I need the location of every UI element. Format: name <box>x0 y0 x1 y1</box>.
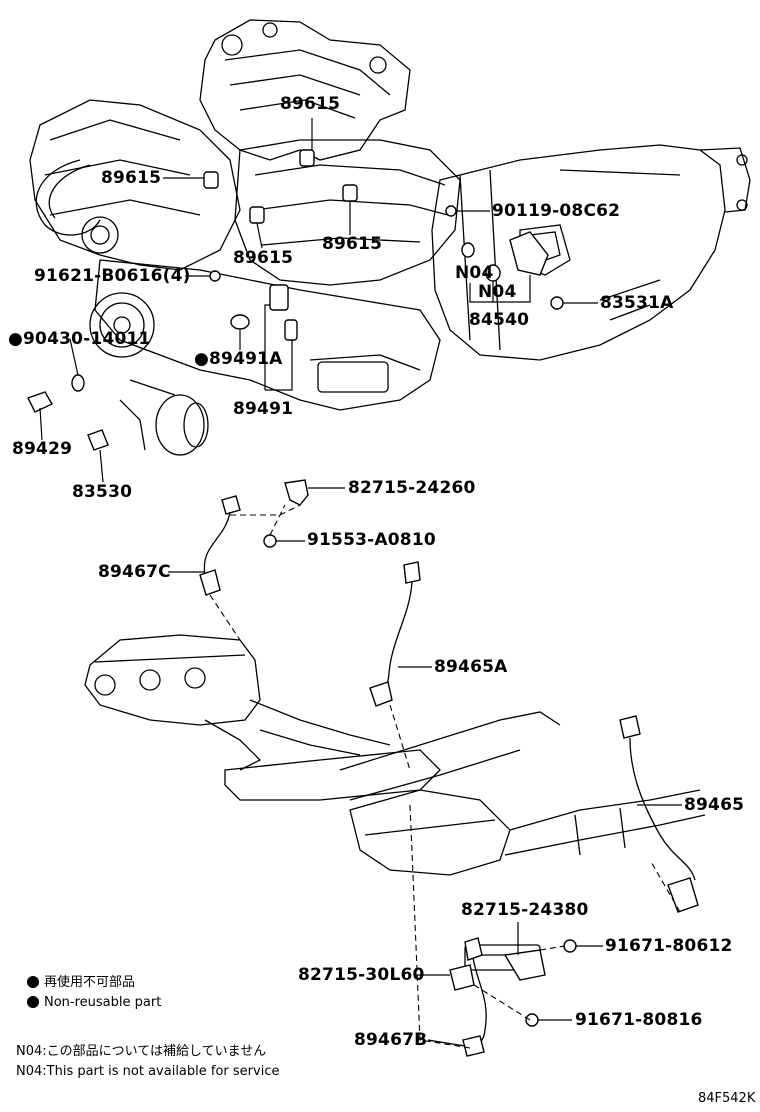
label-89615-lower[interactable]: 89615 <box>233 248 294 268</box>
label-90119-08C62[interactable]: 90119-08C62 <box>492 201 621 221</box>
sensor-parts-drawing <box>27 149 699 1057</box>
diagram-code: 84F542K <box>698 1091 756 1106</box>
label-90430-14011[interactable]: ●90430-14011 <box>8 329 151 349</box>
label-91621-B0616[interactable]: 91621-B0616(4) <box>34 266 191 286</box>
legend-non-reusable-jp: 再使用不可部品 <box>44 975 136 990</box>
legend-non-reusable-en: Non-reusable part <box>44 995 162 1010</box>
label-89429[interactable]: 89429 <box>12 439 73 459</box>
label-N04-upper[interactable]: N04 <box>455 263 494 283</box>
label-91553-A0810[interactable]: 91553-A0810 <box>307 530 436 550</box>
dashed-reference-lines <box>209 504 681 1049</box>
label-83531A[interactable]: 83531A <box>600 293 674 313</box>
leader-lines <box>39 118 682 1047</box>
label-91671-80612[interactable]: 91671-80612 <box>605 936 733 956</box>
label-89465[interactable]: 89465 <box>684 795 745 815</box>
label-N04-lower[interactable]: N04 <box>478 282 517 302</box>
label-89491[interactable]: 89491 <box>233 399 294 419</box>
legend-bullet-en <box>27 996 39 1008</box>
label-89467B[interactable]: 89467B <box>354 1030 428 1050</box>
label-83530[interactable]: 83530 <box>72 482 133 502</box>
label-89615-top[interactable]: 89615 <box>280 94 341 114</box>
label-89465A[interactable]: 89465A <box>434 657 508 677</box>
legend-bullet-jp <box>27 976 39 988</box>
label-82715-24260[interactable]: 82715-24260 <box>348 478 476 498</box>
label-89491A[interactable]: ●89491A <box>194 349 283 369</box>
exhaust-drawing <box>84 634 706 971</box>
label-84540[interactable]: 84540 <box>469 310 530 330</box>
engine-assembly-drawing <box>29 19 461 456</box>
label-82715-24380[interactable]: 82715-24380 <box>461 900 589 920</box>
note-N04-en: N04:This part is not available for servi… <box>16 1064 280 1079</box>
label-89615-left[interactable]: 89615 <box>101 168 162 188</box>
label-82715-30L60[interactable]: 82715-30L60 <box>298 965 425 985</box>
label-89467C[interactable]: 89467C <box>98 562 171 582</box>
note-N04-jp: N04:この部品については補給していません <box>16 1044 267 1059</box>
label-89615-right[interactable]: 89615 <box>322 234 383 254</box>
label-91671-80816[interactable]: 91671-80816 <box>575 1010 703 1030</box>
